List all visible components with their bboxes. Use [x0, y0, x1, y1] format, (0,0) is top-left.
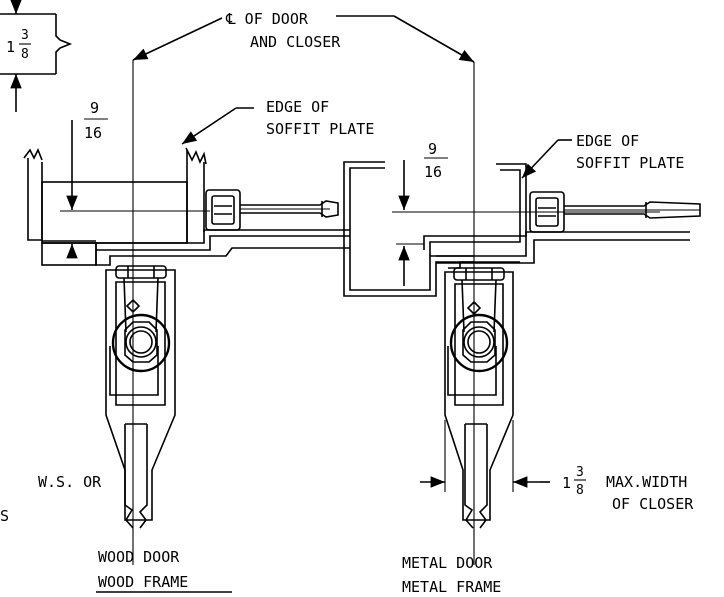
dim-closer-whole: 1: [562, 474, 571, 492]
max-width-label-line2: OF CLOSER: [612, 495, 694, 513]
dim-top-whole: 1: [6, 38, 15, 56]
dim-closer-den: 8: [576, 483, 584, 498]
s-partial-note: S: [0, 507, 9, 525]
wood-caption-line1: WOOD DOOR: [98, 548, 180, 566]
metal-caption-line1: METAL DOOR: [402, 554, 493, 572]
dim-left-num: 9: [90, 99, 99, 117]
centerline-label-line2: AND CLOSER: [250, 33, 341, 51]
soffit-right-label-line2: SOFFIT PLATE: [576, 154, 684, 172]
centerline-label-line1: ℄ OF DOOR: [225, 10, 309, 28]
dim-top-num: 3: [21, 28, 29, 43]
centerline-callout: ℄ OF DOOR AND CLOSER: [132, 10, 475, 63]
dim-closer-num: 3: [576, 465, 584, 480]
soffit-right-label-line1: EDGE OF: [576, 132, 639, 150]
dim-right-num: 9: [428, 140, 437, 158]
dim-left-den: 16: [84, 124, 102, 142]
metal-door-assembly: 9 16 EDGE OF SOFFIT PLATE: [343, 62, 701, 565]
max-width-label-line1: MAX.WIDTH: [606, 473, 687, 491]
ws-or-note: W.S. OR: [38, 473, 102, 491]
metal-caption-line2: METAL FRAME: [402, 578, 501, 596]
wood-caption-line2: WOOD FRAME: [98, 573, 188, 591]
dim-right-den: 16: [424, 163, 442, 181]
soffit-left-label-line2: SOFFIT PLATE: [266, 120, 374, 138]
captions: WOOD DOOR WOOD FRAME METAL DOOR METAL FR…: [96, 548, 501, 596]
wood-door-assembly: 9 16 EDGE OF SOFFIT PLATE: [23, 60, 374, 565]
soffit-left-label-line1: EDGE OF: [266, 98, 329, 116]
top-left-thickness-dimension: 1 3 8: [0, 0, 73, 112]
dim-top-den: 8: [21, 47, 29, 62]
